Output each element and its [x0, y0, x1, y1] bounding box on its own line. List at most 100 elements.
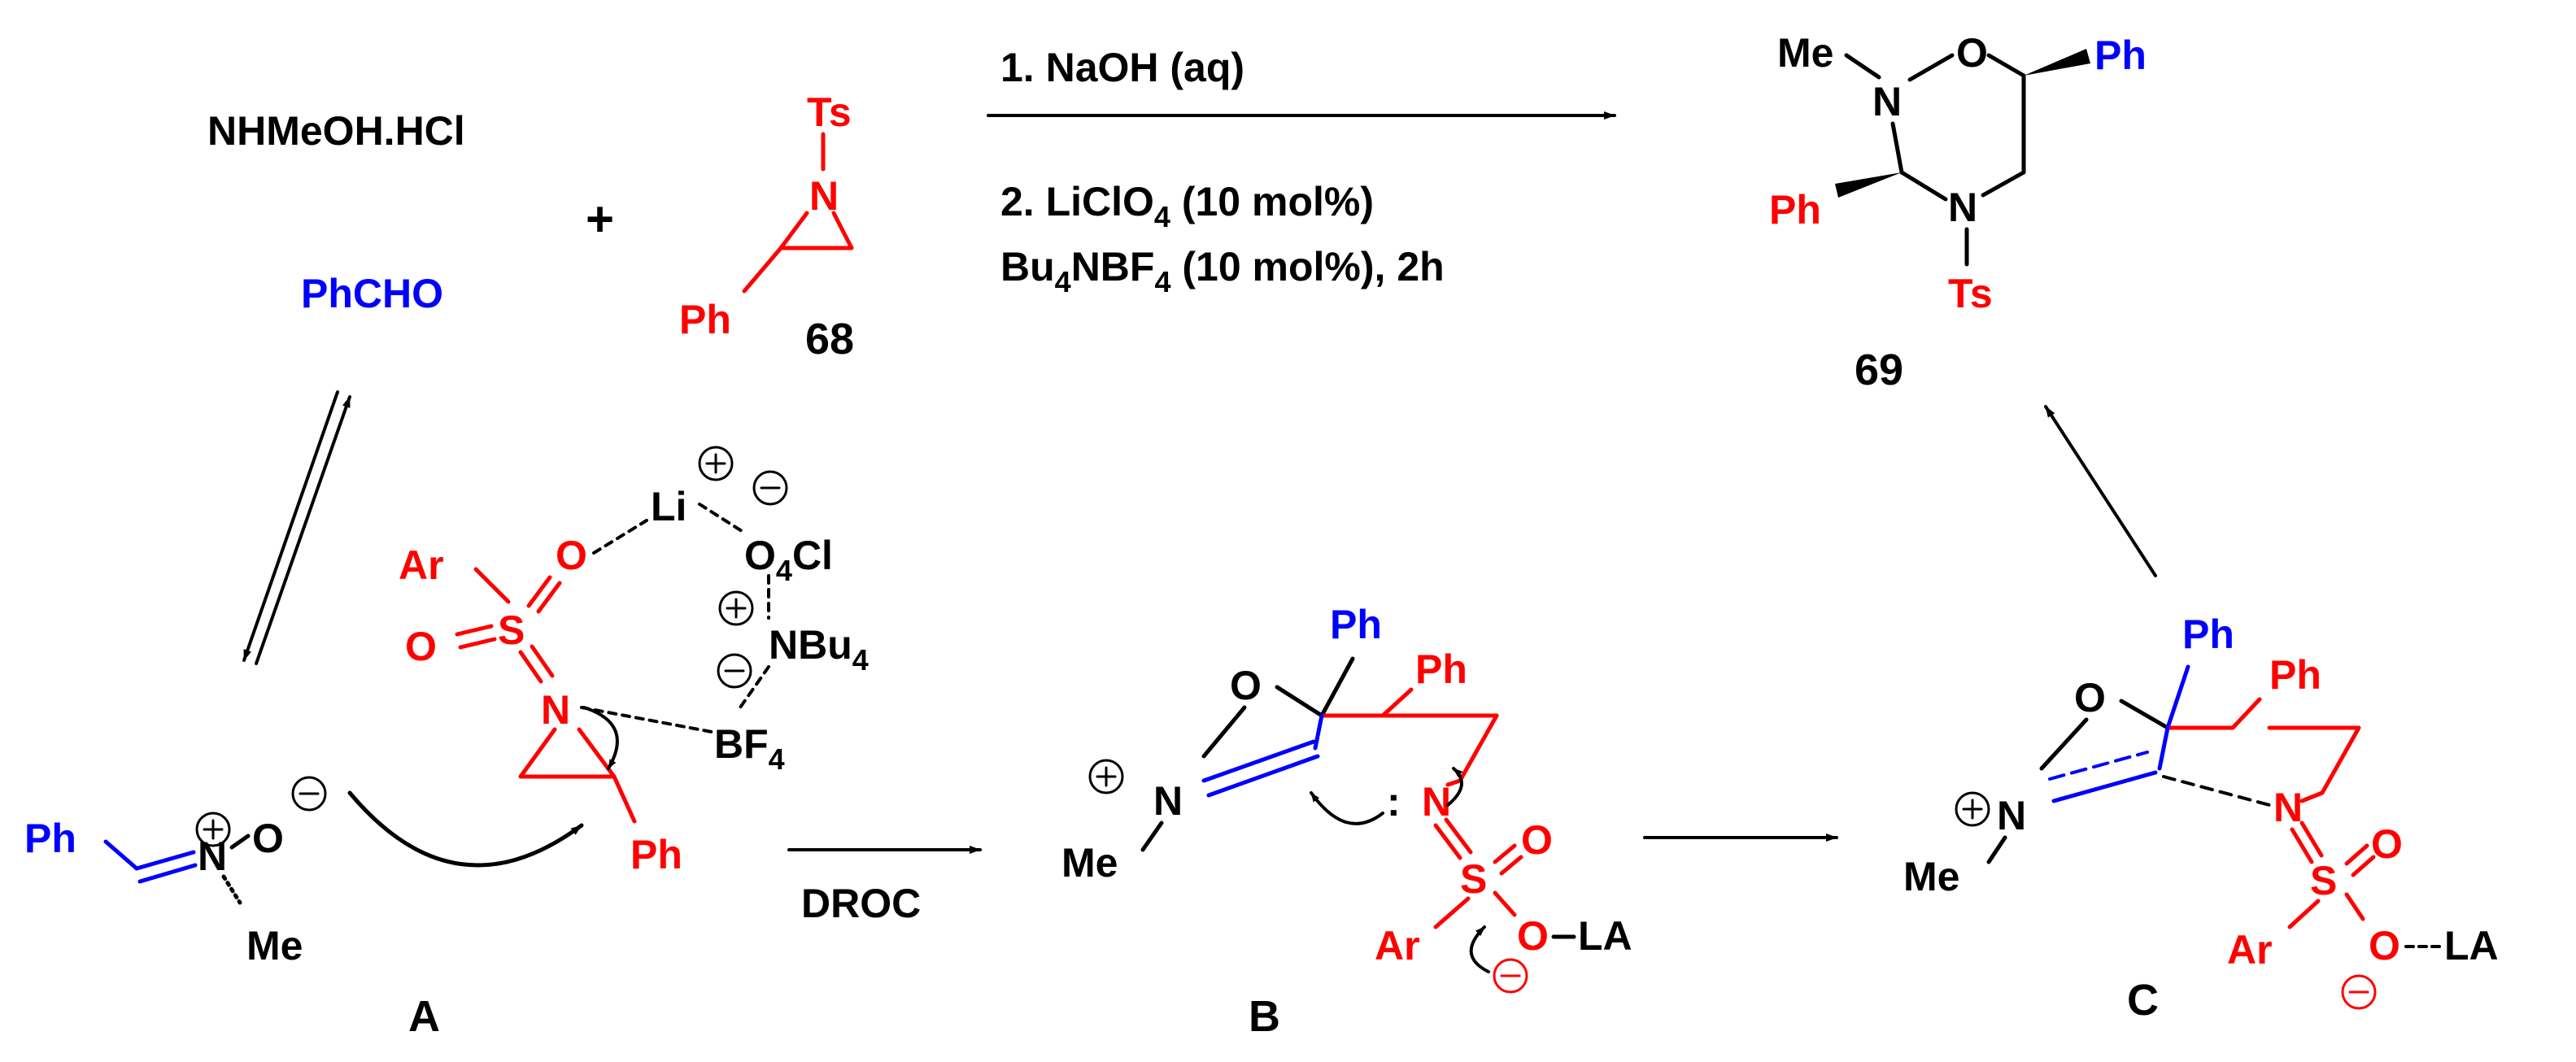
- b-n-arrow: [1446, 767, 1463, 807]
- s-o-left-2: [458, 637, 497, 650]
- b-o-arrow: [1469, 925, 1490, 973]
- aziridine-ring: [778, 211, 854, 250]
- droc-step: DROC: [787, 846, 982, 926]
- c-la: LA: [2444, 923, 2499, 968]
- c-ar: Ar: [2227, 927, 2273, 973]
- b-ring-o-c: [1201, 705, 1247, 759]
- b-s-o-1: [1493, 843, 1517, 864]
- o-li-dashed: [592, 519, 648, 555]
- complex-s: S: [498, 607, 525, 653]
- complex-o-left: O: [405, 624, 437, 669]
- b-s-o-lower: [1493, 890, 1517, 917]
- intermediate-label-b: B: [1249, 992, 1280, 1041]
- nitrone-a: Ph N O Me A: [24, 776, 440, 1041]
- b-c-ph-bond: [1319, 656, 1355, 718]
- complex-o-top: O: [556, 533, 587, 578]
- b-s-o-2: [1499, 855, 1523, 876]
- li-o4cl-dashed: [698, 503, 746, 534]
- c-o: O: [2074, 675, 2106, 720]
- b-la: LA: [1578, 913, 1632, 959]
- nitrone-o: O: [252, 816, 284, 861]
- equilibrium-arrows: [242, 390, 351, 665]
- c-n-nitrone: N: [1997, 793, 2026, 838]
- b-o-c-bond: [1275, 685, 1324, 718]
- n-o-bond: [1907, 53, 1955, 82]
- b-o-minus: [1493, 958, 1528, 994]
- o-c6-bond: [1986, 53, 2026, 78]
- b-c-ph2-bond: [1380, 687, 1414, 718]
- c-o-top: O: [2371, 821, 2403, 867]
- c-ring-o-c: [2039, 717, 2089, 771]
- b-o: O: [1230, 663, 1262, 708]
- intermediate-label-a: A: [408, 992, 440, 1041]
- c-to-product-arrow: [2044, 405, 2157, 577]
- ammonium-plus: [718, 590, 754, 626]
- complex-ph-bond: [612, 774, 637, 824]
- c-s: S: [2310, 858, 2337, 903]
- b-ph-red: Ph: [1415, 646, 1467, 692]
- c-o-lower: O: [2369, 923, 2400, 968]
- reagents-group: NHMeOH.HCl PhCHO +: [207, 108, 614, 316]
- n-me-bond-a: [221, 874, 242, 905]
- intermediate-label-c: C: [2127, 976, 2159, 1025]
- product-me: Me: [1777, 30, 1833, 76]
- c-ph-red: Ph: [2269, 652, 2321, 698]
- intermediate-b: O Ph Ph N Me : N S O O LA Ar B: [1061, 602, 1632, 1041]
- b-s: S: [1460, 856, 1487, 902]
- activated-aziridine-complex: Ar S O O N Ph Li O4Cl NBu4 BF4: [399, 446, 869, 877]
- c-o-c-bond: [2119, 699, 2170, 730]
- c-c-ph-bond: [2165, 664, 2190, 730]
- plus-sign: +: [586, 192, 614, 246]
- complex-ph: Ph: [630, 832, 682, 877]
- c-n-s-1: [2290, 827, 2314, 864]
- complex-bf4: BF4: [714, 721, 785, 776]
- c5-n4-bond: [1981, 170, 2026, 198]
- b-n-me-bond: [1140, 820, 1164, 852]
- c-s-o-lower: [2344, 892, 2365, 921]
- c-ph-blue: Ph: [2182, 612, 2234, 657]
- step-2: 2. LiClO4 (10 mol%): [1000, 179, 1374, 233]
- c-s-o-2: [2351, 855, 2376, 877]
- b-n-sulfonamide: N: [1422, 779, 1451, 825]
- c-s-ar-bond: [2287, 899, 2321, 929]
- b-attack-arrow: [1310, 791, 1384, 825]
- s-n-bond-1: [518, 650, 543, 684]
- n4-c3-bond: [1899, 170, 1948, 202]
- n-o-bond-a: [229, 833, 251, 850]
- ph-ch-bond: [103, 839, 139, 871]
- complex-aziridine-ring: [518, 727, 617, 779]
- perchlorate-minus: [752, 470, 788, 506]
- s-o-top-1: [526, 575, 552, 608]
- b-n-nitrone: N: [1153, 778, 1183, 824]
- c-cn-double: [2051, 770, 2158, 803]
- wedge-c3-ph: [1835, 172, 1902, 198]
- b-ar: Ar: [1375, 923, 1420, 968]
- b-n-s-1: [1433, 823, 1462, 860]
- ph-bond-68: [742, 246, 783, 294]
- compound-label-68: 68: [805, 315, 854, 363]
- b-o-top: O: [1521, 817, 1553, 863]
- tetrafluoroborate-minus: [717, 653, 752, 689]
- step-3: Bu4NBF4 (10 mol%), 2h: [1000, 244, 1445, 298]
- ch-n-double-1: [134, 850, 196, 871]
- complex-nbu4: NBu4: [769, 622, 869, 677]
- conditions-group: 1. NaOH (aq) 2. LiClO4 (10 mol%) Bu4NBF4…: [987, 45, 1616, 298]
- step-1: 1. NaOH (aq): [1000, 45, 1244, 90]
- attack-arrow: [347, 790, 584, 868]
- nbu4-bf4-dashed: [739, 665, 770, 709]
- product-n1: N: [1872, 79, 1902, 124]
- b-cn-double-1: [1201, 739, 1316, 783]
- c-n-plus: [1955, 791, 1990, 827]
- c-cn-single: [2157, 725, 2170, 771]
- b-n-s-2: [1444, 817, 1473, 855]
- reverse-arrow: [255, 395, 351, 665]
- product-ts: Ts: [1948, 271, 1993, 316]
- ar-s-bond: [473, 567, 511, 604]
- nitrone-ph: Ph: [24, 816, 76, 861]
- s-n-bond-2: [530, 644, 555, 678]
- forward-arrow: [242, 390, 339, 662]
- s-o-top-2: [536, 581, 562, 614]
- s-o-left-1: [455, 624, 494, 637]
- c-partial-bond: [2048, 751, 2149, 781]
- c3-n1-bond: [1890, 121, 1904, 175]
